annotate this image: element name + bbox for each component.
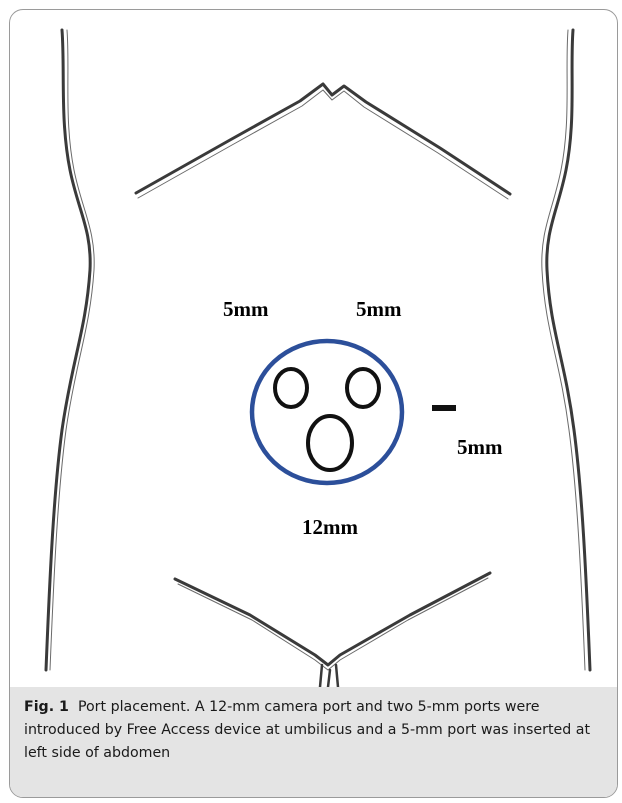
port-5mm-upper-left	[275, 369, 307, 407]
torso-right-outline	[547, 30, 590, 670]
figure-frame: 5mm 5mm 5mm 12mm Fig. 1 Port placement. …	[9, 9, 618, 798]
label-upper-left-port: 5mm	[223, 297, 269, 321]
label-upper-right-port: 5mm	[356, 297, 402, 321]
label-lateral-port: 5mm	[457, 435, 503, 459]
caption-text: Port placement. A 12-mm camera port and …	[24, 699, 590, 761]
caption-label: Fig. 1	[24, 699, 69, 715]
abdomen-illustration: 5mm 5mm 5mm 12mm	[10, 10, 618, 687]
pubic-line	[175, 573, 490, 665]
torso-left-outline	[46, 30, 90, 670]
port-5mm-upper-right	[347, 369, 379, 407]
label-camera-port: 12mm	[302, 515, 358, 539]
figure-caption: Fig. 1 Port placement. A 12-mm camera po…	[10, 687, 618, 798]
free-access-device-ring	[252, 341, 402, 483]
port-12mm-camera	[308, 416, 352, 470]
port-5mm-left-abdomen-mark	[432, 405, 456, 411]
rib-cage-line	[136, 84, 510, 194]
